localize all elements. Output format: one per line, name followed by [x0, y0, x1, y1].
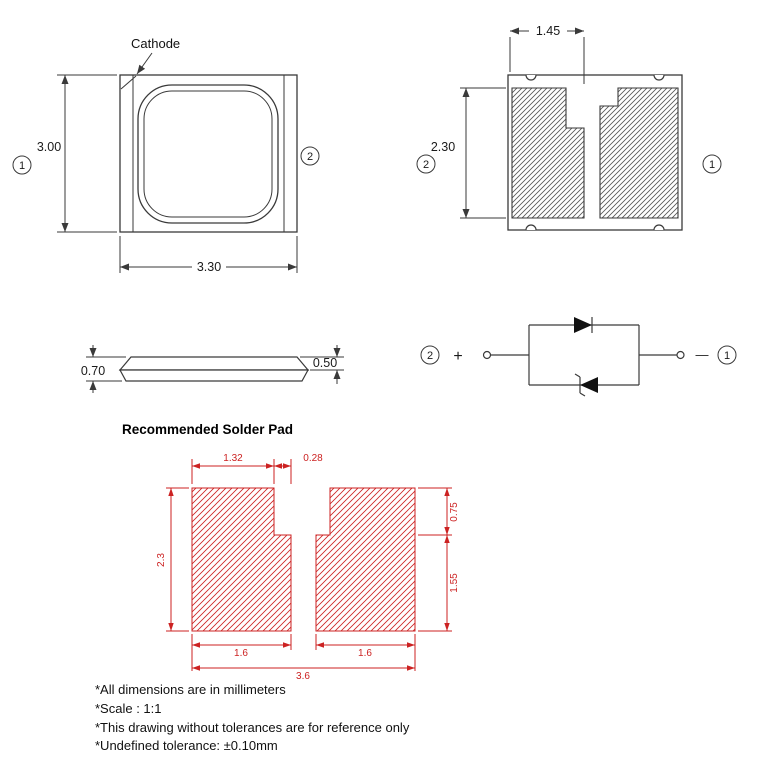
solder-pad-drawing: Recommended Solder Pad 1.32 0.28 2.3 1.6: [122, 422, 460, 682]
pin1-circle: [12, 155, 32, 175]
dim-left-pad-width-label: 1.6: [234, 648, 248, 659]
dim-pad-width: 1.45: [509, 24, 585, 84]
pin1-marker: 1: [702, 154, 722, 174]
anode-pad: [599, 87, 679, 219]
castellation-notch: [653, 74, 665, 81]
side-view: 0.70 0.50: [81, 345, 344, 393]
dim-top-width-label: 1.32: [223, 453, 243, 464]
base-profile: [118, 369, 310, 382]
dim-top-width: 1.32 0.28: [191, 453, 323, 484]
pin1-circle: [702, 154, 722, 174]
solder-pad-left: [191, 487, 292, 632]
circuit-diagram: 2 + — 1: [420, 317, 737, 397]
pin2-number: 2: [427, 350, 433, 362]
plus-sign: +: [453, 348, 462, 365]
top-view: Cathode 3.00 3.30 1 2: [12, 36, 320, 274]
note-line: *Undefined tolerance: ±0.10mm: [95, 738, 278, 753]
led-diode-symbol: [574, 317, 592, 333]
zener-cathode-bar: [574, 373, 586, 397]
castellation-notch: [525, 224, 537, 231]
cathode-pad: [511, 87, 585, 219]
dim-width-label: 3.30: [197, 260, 221, 274]
dim-width: 3.30: [119, 236, 298, 274]
pin2-circle: [420, 345, 440, 365]
pin2-number: 2: [423, 159, 429, 171]
dim-right-pad-width-label: 1.6: [358, 648, 372, 659]
minus-sign: —: [696, 347, 709, 362]
pin1-circle: [717, 345, 737, 365]
note-line: *Scale : 1:1: [95, 701, 162, 716]
pin1-number: 1: [709, 159, 715, 171]
dim-right-top-label: 0.75: [449, 502, 460, 522]
dim-pad-height: 2.3: [156, 487, 189, 632]
lens-outline-inner: [143, 90, 273, 218]
dim-total-width-label: 3.6: [296, 671, 310, 682]
dim-bottom-widths: 1.6 1.6 3.6: [191, 634, 416, 682]
body-profile: [118, 356, 310, 371]
notes-block: *All dimensions are in millimeters *Scal…: [95, 682, 410, 753]
dim-height-label: 3.00: [37, 140, 61, 154]
note-line: *All dimensions are in millimeters: [95, 682, 286, 697]
solder-pad-title: Recommended Solder Pad: [122, 422, 293, 437]
pad-view: 1.45 2.30 2 1: [416, 24, 722, 231]
cathode-label: Cathode: [131, 36, 180, 51]
pin2-circle: [416, 154, 436, 174]
solder-pad-right: [315, 487, 416, 632]
pin2-number: 2: [307, 151, 313, 163]
pin1-number: 1: [724, 350, 730, 362]
dim-pad-width-label: 1.45: [536, 24, 560, 38]
protection-diode-symbol: [580, 377, 598, 393]
dim-right-heights: 0.75 1.55: [418, 487, 460, 632]
dim-height-right-label: 0.50: [313, 356, 337, 370]
cathode-chamfer-mark: [120, 75, 137, 90]
terminal-node-left: [482, 350, 492, 360]
dim-right-bottom-label: 1.55: [449, 573, 460, 593]
dim-pad-height-label: 2.3: [156, 553, 167, 567]
pin1-number: 1: [19, 160, 25, 172]
dim-height-left: 0.70: [81, 345, 126, 393]
dim-pad-height: 2.30: [431, 87, 506, 219]
castellation-notch: [653, 224, 665, 231]
pin1-marker: 1: [12, 155, 32, 175]
pin2-marker: 2: [416, 154, 436, 174]
dim-height: 3.00: [37, 74, 117, 233]
pin2-circle: [300, 146, 320, 166]
dim-height-left-label: 0.70: [81, 364, 105, 378]
note-line: *This drawing without tolerances are for…: [95, 720, 410, 735]
dim-height-right: 0.50: [300, 345, 344, 384]
package-outline: [507, 74, 683, 231]
castellation-notch: [525, 74, 537, 81]
cathode-arrow: [136, 52, 153, 75]
lens-outline-outer: [137, 84, 279, 224]
pin1-marker: 1: [717, 345, 737, 365]
package-outline: [119, 74, 298, 233]
dim-pad-height-label: 2.30: [431, 140, 455, 154]
pin2-marker: 2: [300, 146, 320, 166]
terminal-node-right: [676, 350, 685, 360]
pin2-marker: 2: [420, 345, 440, 365]
dim-notch-width-label: 0.28: [303, 453, 323, 464]
